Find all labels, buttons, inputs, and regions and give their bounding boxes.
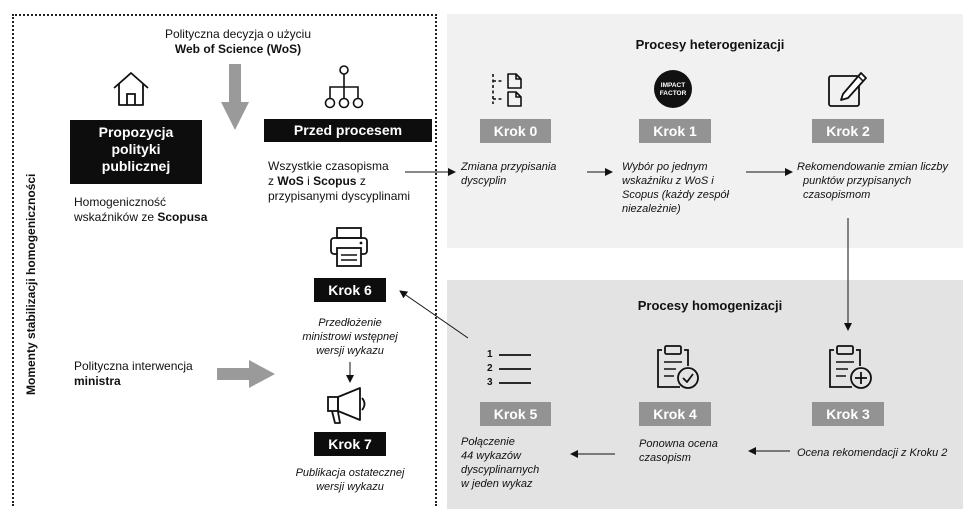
heterogenization-title: Procesy heterogenizacji <box>635 37 785 52</box>
clipboard-plus-icon <box>829 345 872 389</box>
down-arrow-big-icon <box>221 64 249 130</box>
edit-document-icon <box>828 72 867 107</box>
step-6-box: Krok 6 <box>314 278 386 302</box>
step-3-box: Krok 3 <box>812 402 884 426</box>
step-5-box: Krok 5 <box>480 402 551 426</box>
numbered-list-icon: 1 2 3 <box>487 349 531 388</box>
step-1-description: Wybór po jednym wskaźniku z WoS i Scopus… <box>622 161 729 215</box>
homogenization-title: Procesy homogenizacji <box>637 298 783 313</box>
step-4-box: Krok 4 <box>639 402 711 426</box>
svg-text:FACTOR: FACTOR <box>660 90 687 97</box>
hierarchy-icon <box>324 65 364 109</box>
impact-factor-icon: IMPACT FACTOR <box>654 70 692 108</box>
step-0-description: Zmiana przypisania dyscyplin <box>461 161 557 187</box>
step-0-box: Krok 0 <box>480 119 551 143</box>
step-7-box: Krok 7 <box>314 432 386 456</box>
documents-tree-icon <box>492 73 522 107</box>
step-2-description: Rekomendowanie zmian liczby punktów przy… <box>797 161 949 201</box>
step-5-description: Połączenie 44 wykazów dyscyplinarnych w … <box>461 436 540 490</box>
right-arrow-big-icon <box>217 360 275 388</box>
all-journals-text: Wszystkie czasopisma z WoS i Scopus z pr… <box>268 159 411 203</box>
arrow-step5-to-step6 <box>399 290 469 339</box>
step-2-box: Krok 2 <box>812 119 884 143</box>
svg-text:IMPACT: IMPACT <box>661 82 685 89</box>
scopus-homogeneity-text: Homogeniczność wskaźników ze Scopusa <box>74 195 208 224</box>
pre-process-box: Przed procesem <box>264 119 432 142</box>
step-4-description: Ponowna ocena czasopism <box>639 438 718 464</box>
printer-icon <box>330 227 368 267</box>
minister-intervention-text: Polityczna interwencja ministra <box>74 359 193 388</box>
megaphone-icon <box>327 387 366 424</box>
step-6-description: Przedłożenie ministrowi wstępnej wersji … <box>302 317 398 357</box>
step-1-box: Krok 1 <box>639 119 711 143</box>
clipboard-check-icon <box>657 345 699 389</box>
policy-proposal-box: Propozycja polityki publicznej <box>70 120 202 184</box>
homogenization-panel <box>447 280 963 509</box>
political-decision-text: Polityczna decyzja o użyciu Web of Scien… <box>164 27 312 56</box>
house-icon <box>113 72 149 106</box>
step-3-description: Ocena rekomendacji z Kroku 2 <box>797 447 948 459</box>
stabilization-frame <box>12 14 437 506</box>
step-7-description: Publikacja ostatecznej wersji wykazu <box>295 467 405 493</box>
